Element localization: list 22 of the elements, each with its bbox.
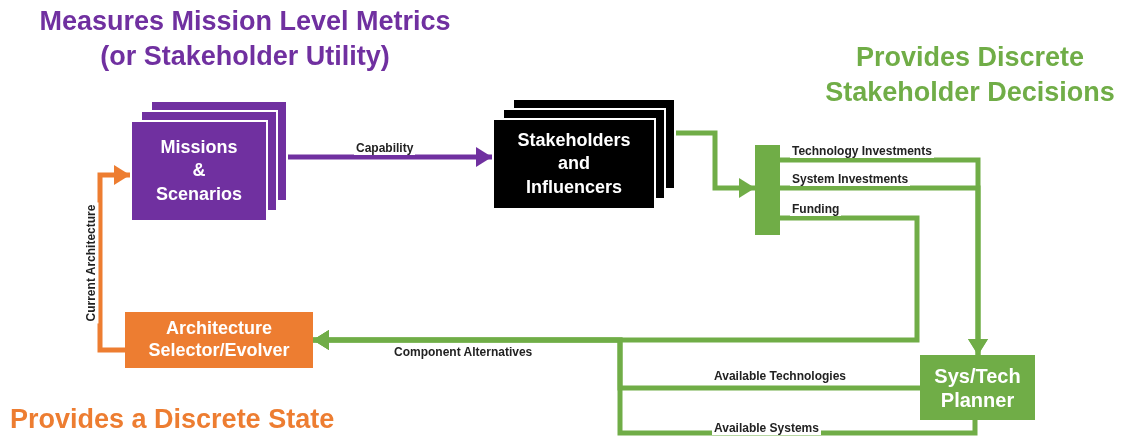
heading: Measures Mission Level Metrics (or Stakeholder Utility) (38, 5, 452, 74)
edge-label: Current Architecture (84, 202, 99, 324)
edge-label: Funding (790, 202, 842, 216)
arrow (288, 147, 492, 167)
line-label: Component Alternatives (392, 345, 535, 359)
process-box: Architecture Selector/Evolver (125, 312, 313, 368)
heading: Provides Discrete Stakeholder Decisions (824, 41, 1116, 110)
arrow (313, 330, 978, 436)
stacked-cards (130, 100, 288, 222)
heading: Provides a Discrete State (10, 403, 336, 436)
node-label: Missions & Scenarios (155, 135, 243, 206)
edge-label: System Investments (790, 172, 911, 186)
edge-label: Technology Investments (790, 144, 934, 158)
edge-label: Available Technologies (712, 369, 849, 383)
arrow (97, 165, 130, 353)
node-label: Stakeholders and Influencers (516, 128, 632, 199)
edge-label: Capability (354, 141, 416, 155)
bar-shape (755, 145, 780, 235)
edge-label: Available Systems (712, 421, 821, 435)
arrow (676, 130, 755, 198)
process-box: Sys/Tech Planner (920, 355, 1035, 420)
stacked-cards (492, 98, 676, 210)
